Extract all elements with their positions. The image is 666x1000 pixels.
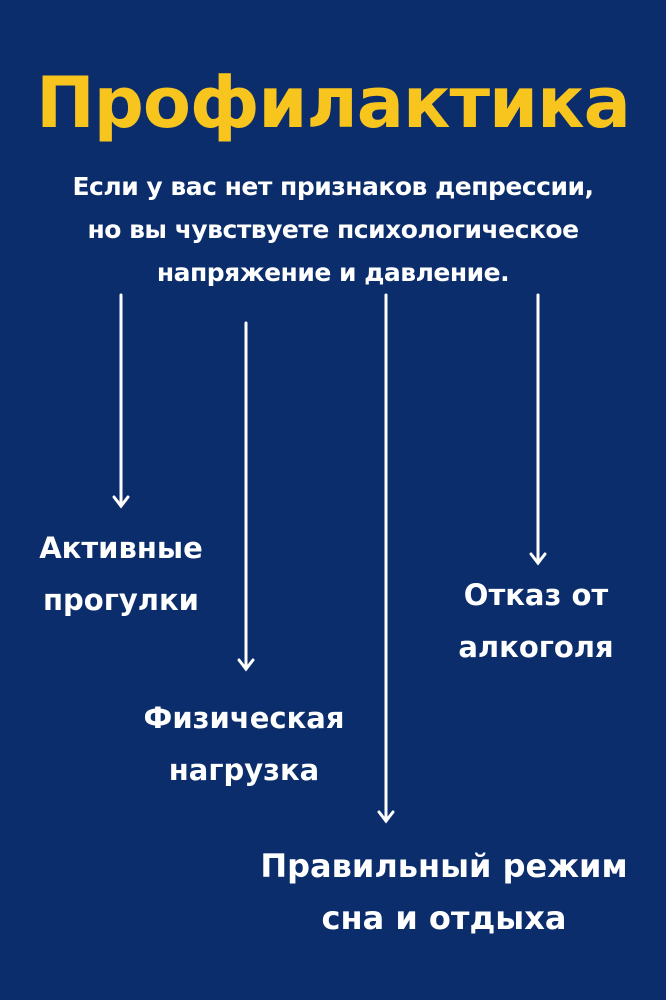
intro-line-1: Если у вас нет признаков депрессии, xyxy=(72,172,594,201)
item-exercise-line-1: Физическая xyxy=(143,701,345,735)
item-walks-line-1: Активные xyxy=(39,531,203,565)
arrow-to-sleep xyxy=(377,293,395,824)
item-sleep: Правильный режим сна и отдыха xyxy=(260,840,627,944)
item-alcohol: Отказ от алкоголя xyxy=(458,569,613,673)
item-exercise: Физическая нагрузка xyxy=(144,692,345,796)
arrow-to-alcohol xyxy=(529,293,547,566)
item-walks: Активные прогулки xyxy=(39,522,203,626)
item-exercise-line-2: нагрузка xyxy=(168,753,320,787)
item-alcohol-line-2: алкоголя xyxy=(458,630,614,664)
intro-line-3: напряжение и давление. xyxy=(156,258,510,287)
page-title: Профилактика xyxy=(36,62,631,144)
item-sleep-line-1: Правильный режим xyxy=(260,847,628,885)
item-sleep-line-2: сна и отдыха xyxy=(321,899,567,937)
arrow-to-walks xyxy=(112,293,130,509)
intro-line-2: но вы чувствуете психологическое xyxy=(87,215,579,244)
item-alcohol-line-1: Отказ от xyxy=(463,578,609,612)
item-walks-line-2: прогулки xyxy=(42,583,200,617)
arrow-to-exercise xyxy=(237,321,255,672)
